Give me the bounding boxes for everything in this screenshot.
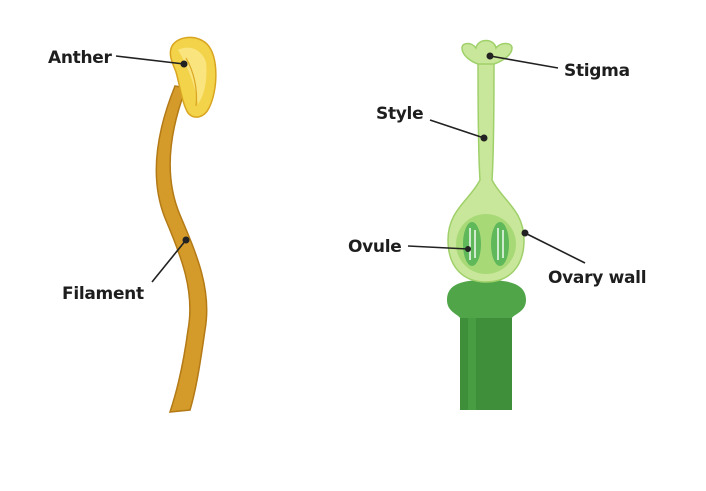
- anther-groove: [185, 57, 198, 107]
- ovules: [463, 222, 509, 266]
- anther-label: Anther: [48, 48, 113, 68]
- anther-callout: Anther: [48, 48, 188, 68]
- stalk-shade: [468, 318, 476, 410]
- ovule-right: [491, 222, 509, 266]
- ovule-leader-line: [407, 245, 469, 250]
- stigma-leader-line: [489, 55, 559, 69]
- stamen: [155, 36, 217, 413]
- ovule-callout: Ovule: [348, 237, 471, 257]
- filament-shape: [155, 85, 208, 413]
- filament-label: Filament: [62, 284, 144, 304]
- ovary-wall-label: Ovary wall: [548, 268, 646, 288]
- stigma-pointer-dot: [486, 52, 494, 60]
- style-leader-line: [429, 119, 485, 139]
- ovary-wall-callout: Ovary wall: [521, 229, 647, 288]
- ovary-wall-pointer-dot: [521, 229, 529, 237]
- filament-pointer-dot: [182, 236, 190, 244]
- style-callout: Style: [376, 104, 488, 142]
- ovule-pointer-dot: [465, 246, 471, 252]
- anther-leader-line: [115, 55, 185, 65]
- style-pointer-dot: [480, 134, 488, 142]
- stigma-callout: Stigma: [486, 52, 630, 81]
- style-label: Style: [376, 104, 423, 124]
- filament-callout: Filament: [62, 236, 190, 304]
- ovule-label: Ovule: [348, 237, 402, 257]
- ovary-wall-leader-line: [524, 232, 586, 264]
- stigma-label: Stigma: [564, 61, 630, 81]
- anther-pointer-dot: [180, 60, 188, 68]
- ovule-left: [463, 222, 481, 266]
- stalk-collar: [447, 280, 526, 318]
- pistil: [447, 39, 526, 410]
- filament-leader-line: [151, 239, 187, 283]
- stigma-shape: [461, 39, 513, 65]
